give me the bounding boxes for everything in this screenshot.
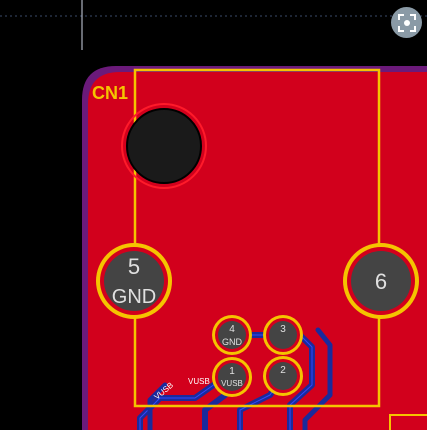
pad-4-number: 4 <box>229 324 235 335</box>
pad-4-net: GND <box>222 337 243 347</box>
trace-group-c <box>302 327 333 430</box>
pad-1[interactable]: 1 VUSB <box>212 357 252 397</box>
cn1-reference-label: CN1 <box>92 83 128 103</box>
pad-6-number: 6 <box>375 269 387 294</box>
pad-3[interactable]: 3 <box>263 315 303 355</box>
pad-4[interactable]: 4 GND <box>212 315 252 355</box>
mounting-hole <box>121 103 207 189</box>
pad-6[interactable]: 6 <box>343 243 419 319</box>
trace-group-d <box>147 382 168 430</box>
cn1-silkscreen-outline <box>133 68 381 408</box>
pad-1-number: 1 <box>229 366 235 377</box>
focus-capture-button[interactable] <box>391 7 422 38</box>
pad-5[interactable]: 5 GND <box>96 243 172 319</box>
pad-1-net: VUSB <box>221 379 243 388</box>
trace-vusb-2 <box>202 387 235 430</box>
pad-5-number: 5 <box>128 254 140 279</box>
pad-2[interactable]: 2 <box>263 356 303 396</box>
pad-5-net: GND <box>112 286 156 308</box>
trace-vusb-1-edge <box>139 371 233 430</box>
trace-net-label-horizontal: VUSB <box>188 377 210 386</box>
adjacent-footprint-outline <box>389 414 427 430</box>
focus-capture-icon <box>397 13 416 32</box>
pad-3-number: 3 <box>280 324 286 335</box>
pad-2-number: 2 <box>280 365 286 376</box>
